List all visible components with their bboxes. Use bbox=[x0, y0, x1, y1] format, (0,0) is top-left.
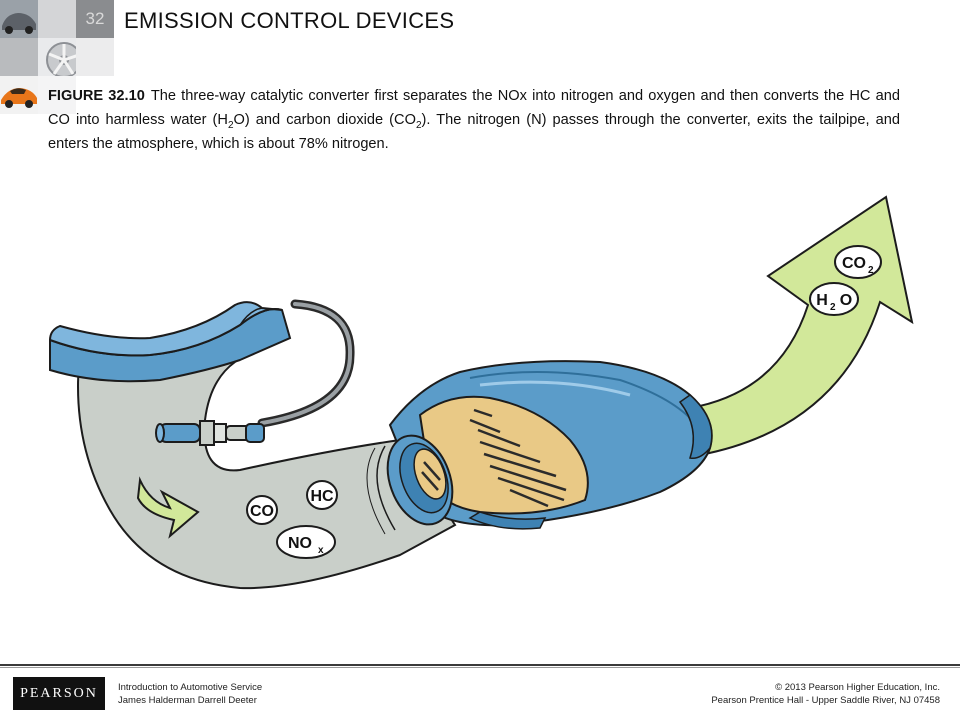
h2o-h-text: H bbox=[816, 292, 828, 309]
header-gray-tile bbox=[76, 38, 114, 76]
h2o-subscript: 2 bbox=[830, 302, 836, 313]
car-image bbox=[0, 0, 38, 38]
footer-book-title: Introduction to Automotive Service bbox=[118, 681, 262, 694]
h2o-label: H 2 O bbox=[810, 283, 858, 315]
catalytic-converter-diagram: CO HC NO x CO 2 H 2 O bbox=[0, 180, 960, 620]
nox-text: NO bbox=[288, 535, 312, 552]
footer-copyright: © 2013 Pearson Higher Education, Inc. bbox=[711, 681, 940, 694]
co2-text: CO bbox=[842, 255, 866, 272]
page-title: EMISSION CONTROL DEVICES bbox=[124, 8, 454, 34]
pearson-logo: PEARSON bbox=[13, 677, 105, 710]
oxygen-sensor bbox=[156, 421, 264, 445]
footer-publisher: Pearson Prentice Hall - Upper Saddle Riv… bbox=[711, 694, 940, 707]
header-gray-tile bbox=[0, 38, 38, 76]
figure-label: FIGURE 32.10 bbox=[48, 88, 145, 104]
sports-car-image bbox=[0, 76, 38, 114]
hc-label: HC bbox=[307, 481, 337, 509]
footer-copyright-info: © 2013 Pearson Higher Education, Inc. Pe… bbox=[711, 681, 940, 707]
exhaust-outflow-arrow bbox=[690, 197, 912, 455]
footer-book-info: Introduction to Automotive Service James… bbox=[118, 681, 262, 707]
co-text: CO bbox=[250, 503, 274, 520]
footer-authors: James Halderman Darrell Deeter bbox=[118, 694, 262, 707]
nox-subscript: x bbox=[318, 545, 324, 556]
co2-subscript: 2 bbox=[868, 265, 874, 276]
footer-divider bbox=[0, 664, 960, 666]
co2-label: CO 2 bbox=[835, 246, 881, 278]
wheel-image bbox=[38, 38, 76, 76]
nox-label: NO x bbox=[277, 526, 335, 558]
caption-text-2: O) and carbon dioxide (CO bbox=[234, 112, 416, 128]
footer-divider-thin bbox=[0, 667, 960, 668]
header-gray-tile bbox=[38, 0, 76, 38]
car-thumbnail bbox=[0, 0, 38, 38]
h2o-o-text: O bbox=[840, 292, 852, 309]
hc-text: HC bbox=[310, 488, 334, 505]
wheel-thumbnail bbox=[38, 38, 76, 76]
co-label: CO bbox=[247, 496, 277, 524]
sports-car-thumbnail bbox=[0, 76, 38, 114]
chapter-number-box: 32 bbox=[76, 0, 114, 38]
